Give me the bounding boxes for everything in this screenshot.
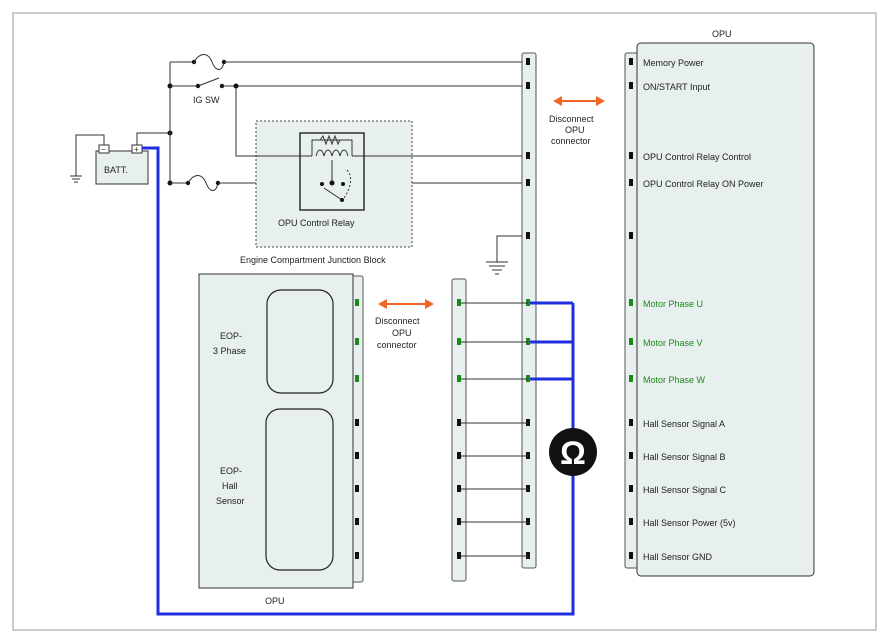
disconnect-arrow-left: Disconnect OPU connector (375, 299, 434, 350)
opu-pin-label: Hall Sensor GND (643, 552, 713, 562)
opu-pin-11: Hall Sensor Power (5v) (629, 518, 736, 528)
ohmmeter-icon: Ω (549, 428, 597, 476)
opu-pin-label: Motor Phase U (643, 299, 703, 309)
eop-hall-block (265, 408, 334, 571)
battery-label: BATT. (104, 165, 128, 175)
disconnect-left-line-2: OPU (392, 328, 412, 338)
battery-ground (70, 134, 105, 183)
eop-hall-line-1: EOP- (220, 466, 242, 476)
opu-pin-label: Motor Phase V (643, 338, 703, 348)
opu-pin-label: OPU Control Relay Control (643, 152, 751, 162)
opu-pin-8: Hall Sensor Signal A (629, 419, 725, 429)
disconnect-arrow-right: Disconnect OPU connector (549, 96, 605, 146)
opu-pin-label: OPU Control Relay ON Power (643, 179, 764, 189)
opu-body (636, 42, 815, 577)
opu-pin-label: Motor Phase W (643, 375, 706, 385)
opu-pin-2: OPU Control Relay Control (629, 152, 751, 162)
ig-switch: IG SW (170, 77, 528, 105)
opu-pin-4 (629, 232, 633, 239)
opu-pin-label: ON/START Input (643, 82, 711, 92)
ig-sw-label: IG SW (193, 95, 220, 105)
junction-block-label: Engine Compartment Junction Block (240, 255, 386, 265)
eop-bottom-label: OPU (265, 596, 285, 606)
opu-pin-5: Motor Phase U (629, 299, 703, 309)
opu-pin-6: Motor Phase V (629, 338, 703, 348)
harness-connector-strip (521, 52, 537, 569)
eop-3phase-block (266, 289, 334, 394)
opu-pin-label: Hall Sensor Signal A (643, 419, 725, 429)
battery-plus-label: + (134, 145, 139, 154)
battery: − + BATT. (95, 144, 149, 185)
battery-minus-label: − (101, 145, 106, 154)
middle-connector-pins (457, 299, 461, 559)
opu-pin-9: Hall Sensor Signal B (629, 452, 726, 462)
ohm-symbol: Ω (560, 435, 586, 471)
opu-pin-3: OPU Control Relay ON Power (629, 179, 764, 189)
opu-pin-label: Hall Sensor Power (5v) (643, 518, 736, 528)
opu-pin-0: Memory Power (629, 58, 704, 68)
opu-pin-label: Memory Power (643, 58, 704, 68)
opu-pin-label: Hall Sensor Signal C (643, 485, 727, 495)
battery-body (95, 150, 149, 185)
opu-pin-12: Hall Sensor GND (629, 552, 713, 562)
relay-label: OPU Control Relay (278, 218, 355, 228)
eop-3phase-line-2: 3 Phase (213, 346, 246, 356)
disconnect-right-line-3: connector (551, 136, 591, 146)
disconnect-right-line-1: Disconnect (549, 114, 594, 124)
disconnect-left-line-3: connector (377, 340, 417, 350)
eop-unit: EOP- 3 Phase EOP- Hall Sensor OPU (198, 273, 364, 606)
opu-pin-10: Hall Sensor Signal C (629, 485, 727, 495)
ground-symbol (486, 235, 528, 275)
opu-unit: OPU Memory Power ON/START Input OPU Cont… (624, 29, 815, 577)
middle-connector-strip (451, 278, 467, 582)
eop-hall-line-3: Sensor (216, 496, 245, 506)
eop-hall-line-2: Hall (222, 481, 238, 491)
opu-pin-label: Hall Sensor Signal B (643, 452, 726, 462)
opu-title: OPU (712, 29, 732, 39)
opu-pin-1: ON/START Input (629, 82, 711, 92)
eop-3phase-line-1: EOP- (220, 331, 242, 341)
fuse-memory-power (170, 54, 528, 70)
disconnect-left-line-1: Disconnect (375, 316, 420, 326)
ohmmeter-leads (142, 146, 575, 616)
harness-wires (461, 302, 528, 557)
disconnect-right-line-2: OPU (565, 125, 585, 135)
opu-pin-7: Motor Phase W (629, 375, 706, 385)
opu-control-relay: OPU Control Relay (233, 83, 528, 228)
